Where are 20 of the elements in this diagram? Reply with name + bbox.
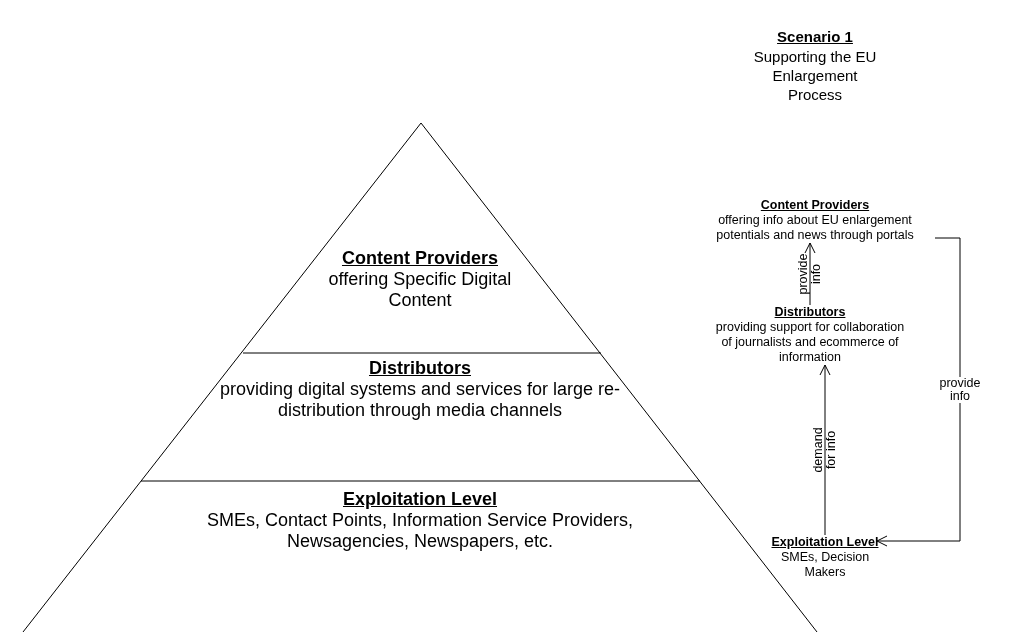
tier-heading: Content Providers (341, 248, 499, 269)
arrow (876, 237, 961, 547)
arrow (804, 242, 816, 306)
tier-description: providing digital systems and services for large re-distribution through media channels (218, 379, 622, 421)
edge-label: demand for info (812, 426, 838, 474)
tier-heading: Exploitation Level (770, 535, 880, 550)
tier-heading: Exploitation Level (342, 489, 498, 510)
tier-heading: Distributors (773, 305, 847, 320)
edge-label: provide info (938, 376, 982, 403)
arrow (819, 364, 831, 536)
tier-heading: Distributors (368, 358, 472, 379)
subtitle: Supporting the EU Enlargement Process (752, 47, 878, 104)
tier-heading: Content Providers (759, 198, 871, 213)
tier-description: SMEs, Decision Makers (779, 550, 871, 580)
title: Scenario 1 (776, 28, 854, 45)
tier-description: SMEs, Contact Points, Information Service Providers, Newsagencies, Newspapers, etc. (205, 510, 635, 552)
tier-description: offering info about EU enlargement potentials and news through portals (715, 213, 915, 243)
tier-description: offering Specific Digital Content (327, 269, 513, 311)
edge-label: provide info (797, 252, 823, 297)
tier-description: providing support for collaboration of journalists and ecommerce of information (714, 320, 906, 365)
